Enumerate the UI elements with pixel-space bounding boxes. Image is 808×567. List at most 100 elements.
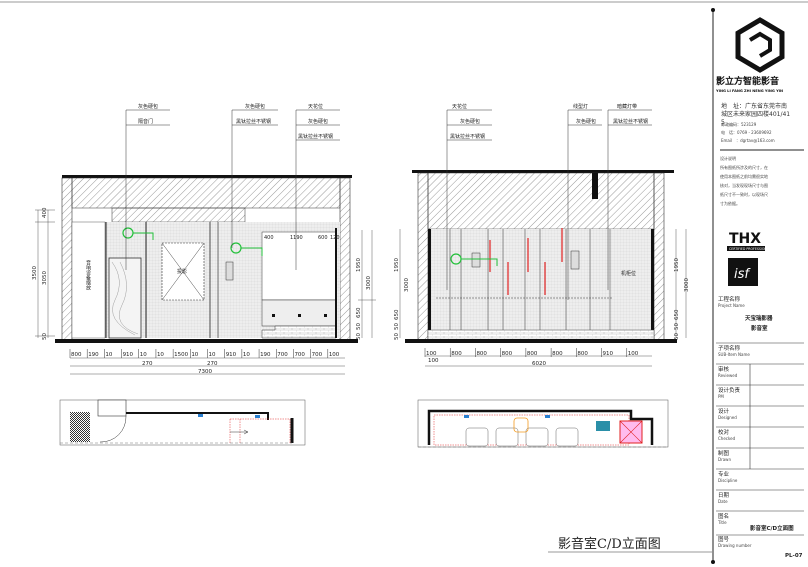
svg-text:影音室C/D立面图: 影音室C/D立面图 bbox=[750, 524, 794, 532]
thx-logo: THX bbox=[729, 231, 761, 247]
svg-text:天花位: 天花位 bbox=[452, 103, 467, 110]
svg-text:灰色硬包: 灰色硬包 bbox=[138, 103, 158, 110]
title-block: 影立方智能影音 YING LI FANG ZHI NENG YING YIN 邮… bbox=[711, 8, 804, 564]
svg-text:6020: 6020 bbox=[532, 361, 546, 367]
svg-text:650: 650 bbox=[674, 309, 680, 320]
svg-text:天花位: 天花位 bbox=[308, 103, 323, 110]
svg-text:400: 400 bbox=[264, 235, 274, 241]
title-block-label: 审核 bbox=[718, 365, 730, 373]
left-elevation: 音响设备摆放 投影 400 1190 600 120 bbox=[32, 103, 376, 375]
speaker-icon bbox=[225, 261, 234, 281]
svg-text:CERTIFIED PROFESSIONAL: CERTIFIED PROFESSIONAL bbox=[729, 247, 771, 251]
isf-logo bbox=[728, 258, 758, 286]
svg-text:影立方智能影音: 影立方智能影音 bbox=[716, 75, 779, 87]
dimension-label: 800 bbox=[502, 351, 513, 357]
svg-text:3500: 3500 bbox=[32, 266, 38, 280]
svg-text:50: 50 bbox=[674, 323, 680, 330]
title-block-label: Title bbox=[717, 520, 727, 525]
svg-text:isf: isf bbox=[734, 267, 751, 282]
dimension-label: 910 bbox=[226, 352, 237, 358]
dimension-label: 10 bbox=[243, 352, 250, 358]
svg-text:650: 650 bbox=[394, 309, 400, 320]
svg-text:650: 650 bbox=[356, 307, 362, 318]
svg-text:1950: 1950 bbox=[356, 258, 362, 272]
title-block-label: 子项名称 bbox=[718, 344, 741, 352]
svg-text:600: 600 bbox=[318, 235, 328, 241]
svg-text:3000: 3000 bbox=[684, 278, 690, 292]
title-block-label: 制图 bbox=[718, 449, 730, 457]
speaker-icon bbox=[471, 252, 481, 268]
linear-lights bbox=[489, 228, 563, 295]
dimension-label: 10 bbox=[209, 352, 216, 358]
svg-text:灰色硬包: 灰色硬包 bbox=[576, 118, 596, 125]
svg-text:线型灯: 线型灯 bbox=[573, 103, 588, 110]
svg-text:120: 120 bbox=[330, 235, 340, 241]
svg-text:黑钛拉丝不锈钢: 黑钛拉丝不锈钢 bbox=[236, 118, 271, 125]
title-block-label: SUB-Item Name bbox=[718, 352, 750, 357]
panel-label: 投影 bbox=[177, 268, 187, 275]
svg-text:1950: 1950 bbox=[674, 258, 680, 272]
company-logo bbox=[735, 17, 785, 73]
left-floor-plan bbox=[59, 399, 306, 446]
svg-text:黑钛拉丝不锈钢: 黑钛拉丝不锈钢 bbox=[298, 133, 333, 140]
title-block-label: Discipline bbox=[718, 478, 738, 483]
svg-text:50: 50 bbox=[42, 333, 48, 340]
title-block-label: 专业 bbox=[718, 470, 730, 478]
svg-text:使用本图纸之前均需很实地: 使用本图纸之前均需很实地 bbox=[720, 173, 768, 179]
svg-text:设计说明: 设计说明 bbox=[720, 155, 736, 161]
company-address: 地 址：广东省东莞市南城区未来家园四楼401/415 bbox=[721, 103, 791, 126]
svg-text:1950: 1950 bbox=[394, 258, 400, 272]
svg-text:3000: 3000 bbox=[366, 276, 372, 290]
dimension-label: 10 bbox=[140, 352, 147, 358]
svg-text:灰色硬包: 灰色硬包 bbox=[460, 118, 480, 125]
svg-text:YING LI FANG ZHI NENG YING YIN: YING LI FANG ZHI NENG YING YIN bbox=[715, 89, 783, 93]
dimension-label: 800 bbox=[71, 352, 82, 358]
dimension-label: 190 bbox=[88, 352, 99, 358]
dimension-label: 10 bbox=[157, 352, 164, 358]
svg-text:所有图纸所涉及的尺寸，在: 所有图纸所涉及的尺寸，在 bbox=[720, 164, 768, 170]
svg-text:PL-07: PL-07 bbox=[785, 553, 803, 559]
drawing-title: 影音室C/D立面图 bbox=[558, 536, 661, 552]
dimension-label: 800 bbox=[527, 351, 538, 357]
dimension-label: 10 bbox=[191, 352, 198, 358]
dimension-label: 800 bbox=[476, 351, 487, 357]
title-block-label: PM bbox=[718, 394, 724, 399]
svg-text:3000: 3000 bbox=[404, 278, 410, 292]
dimension-label: 190 bbox=[260, 352, 271, 358]
svg-text:50: 50 bbox=[394, 333, 400, 340]
cabinet-label: 机柜位 bbox=[621, 270, 636, 277]
dimension-label: 800 bbox=[552, 351, 563, 357]
svg-text:灰色硬包: 灰色硬包 bbox=[308, 118, 328, 125]
svg-text:50: 50 bbox=[356, 333, 362, 340]
title-block-label: 图名 bbox=[718, 512, 729, 520]
dimension-label: 800 bbox=[577, 351, 588, 357]
dimension-label: 910 bbox=[603, 351, 614, 357]
title-block-label: Checked bbox=[718, 436, 736, 441]
svg-text:天宝瑞影器: 天宝瑞影器 bbox=[745, 314, 773, 322]
svg-text:100: 100 bbox=[428, 358, 439, 364]
dimension-label: 700 bbox=[277, 352, 288, 358]
svg-text:灰色硬包: 灰色硬包 bbox=[245, 103, 265, 110]
svg-text:270: 270 bbox=[142, 361, 153, 367]
svg-text:影音室: 影音室 bbox=[751, 324, 768, 332]
svg-text:黑钛拉丝不锈钢: 黑钛拉丝不锈钢 bbox=[450, 133, 485, 140]
title-block-label: Designed bbox=[718, 415, 737, 420]
svg-text:核对，当发现现场尺寸与图: 核对，当发现现场尺寸与图 bbox=[720, 182, 768, 188]
dimension-label: 100 bbox=[329, 352, 340, 358]
theater-seats bbox=[465, 427, 579, 447]
svg-text:工程名称: 工程名称 bbox=[718, 295, 741, 303]
svg-text:50: 50 bbox=[356, 323, 362, 330]
svg-text:1190: 1190 bbox=[290, 235, 303, 241]
svg-text:270: 270 bbox=[207, 361, 218, 367]
title-block-label: Date bbox=[718, 499, 728, 504]
dimension-label: 100 bbox=[628, 351, 639, 357]
svg-text:Project Name: Project Name bbox=[718, 303, 745, 308]
svg-text:400: 400 bbox=[42, 207, 48, 218]
dimension-label: 800 bbox=[451, 351, 462, 357]
dimension-label: 700 bbox=[312, 352, 323, 358]
right-floor-plan bbox=[417, 399, 669, 448]
svg-text:7300: 7300 bbox=[198, 369, 212, 375]
title-block-label: 图号 bbox=[718, 535, 730, 543]
svg-text:寸为依据。: 寸为依据。 bbox=[720, 200, 740, 206]
